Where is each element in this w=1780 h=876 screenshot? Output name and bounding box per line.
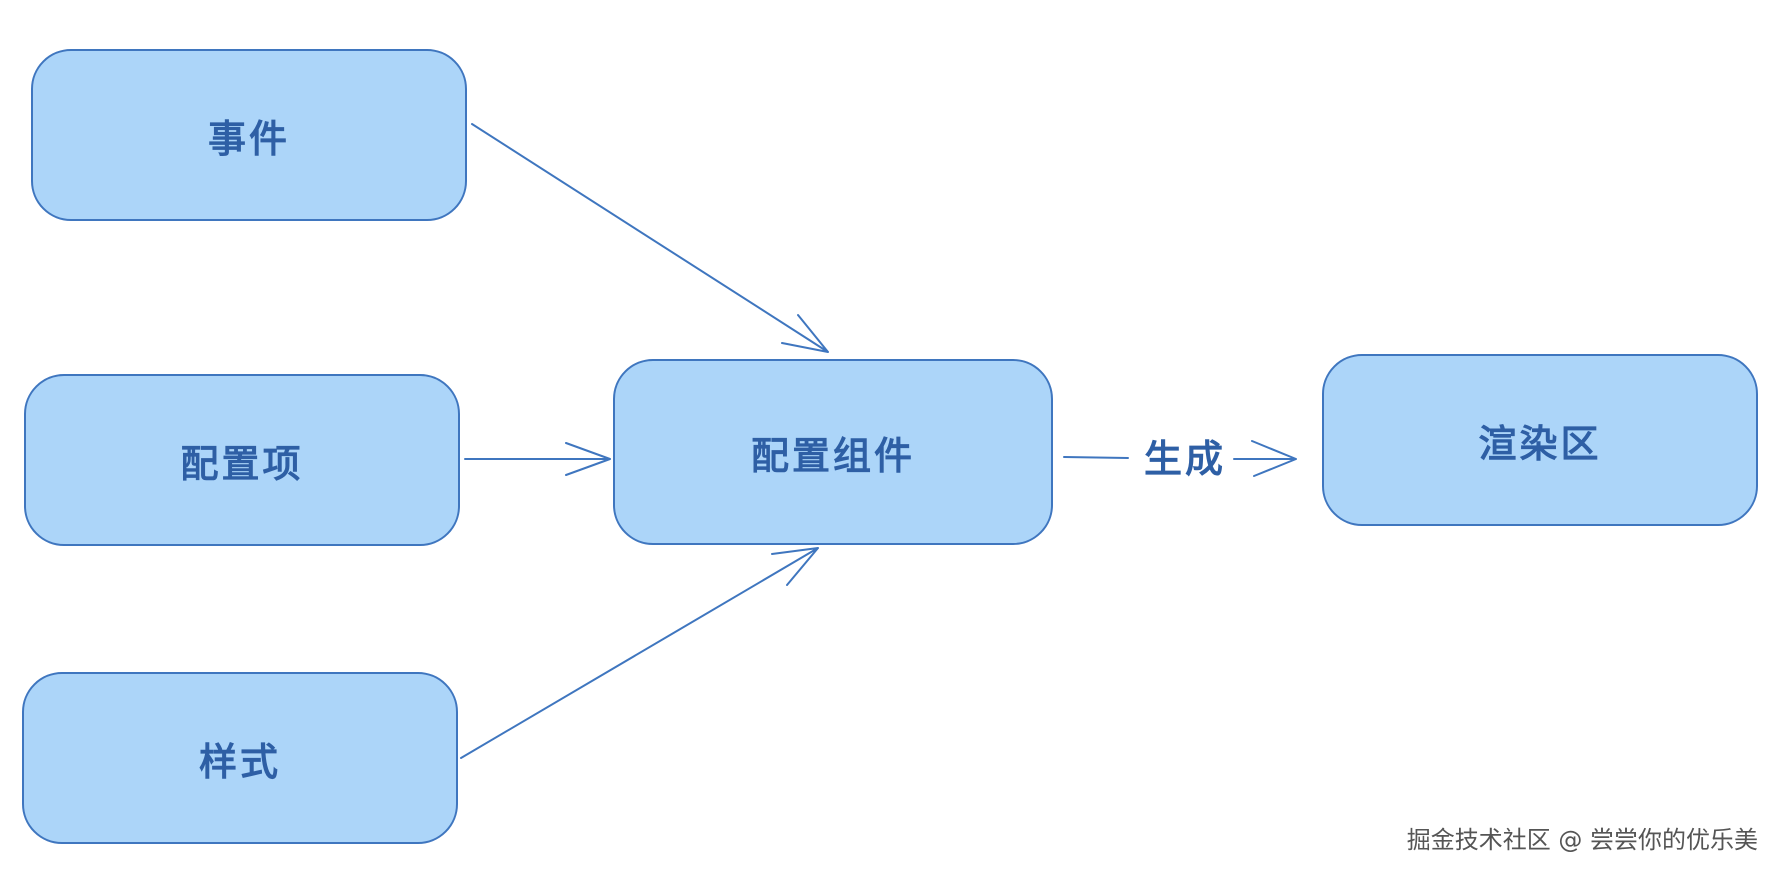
node-style: 样式 bbox=[22, 672, 458, 844]
node-event: 事件 bbox=[31, 49, 467, 221]
node-config-component: 配置组件 bbox=[613, 359, 1053, 545]
node-config-items-label: 配置项 bbox=[180, 441, 304, 486]
node-event-label: 事件 bbox=[207, 116, 290, 161]
arrow-center-to-render-start bbox=[1063, 456, 1129, 459]
node-style-label: 样式 bbox=[198, 739, 281, 784]
footer-credit: 掘金技术社区 @ 尝尝你的优乐美 bbox=[1406, 826, 1758, 854]
node-render-area: 渲染区 bbox=[1322, 354, 1758, 526]
node-config-items: 配置项 bbox=[24, 374, 460, 546]
arrow-config-to-center bbox=[464, 442, 611, 476]
arrow-event-to-center bbox=[471, 123, 829, 353]
node-config-component-label: 配置组件 bbox=[750, 433, 915, 478]
edge-label-generate: 生成 bbox=[1140, 428, 1231, 483]
arrow-center-to-render-end bbox=[1233, 440, 1297, 477]
node-render-area-label: 渲染区 bbox=[1478, 421, 1602, 466]
arrow-style-to-center bbox=[460, 547, 819, 759]
